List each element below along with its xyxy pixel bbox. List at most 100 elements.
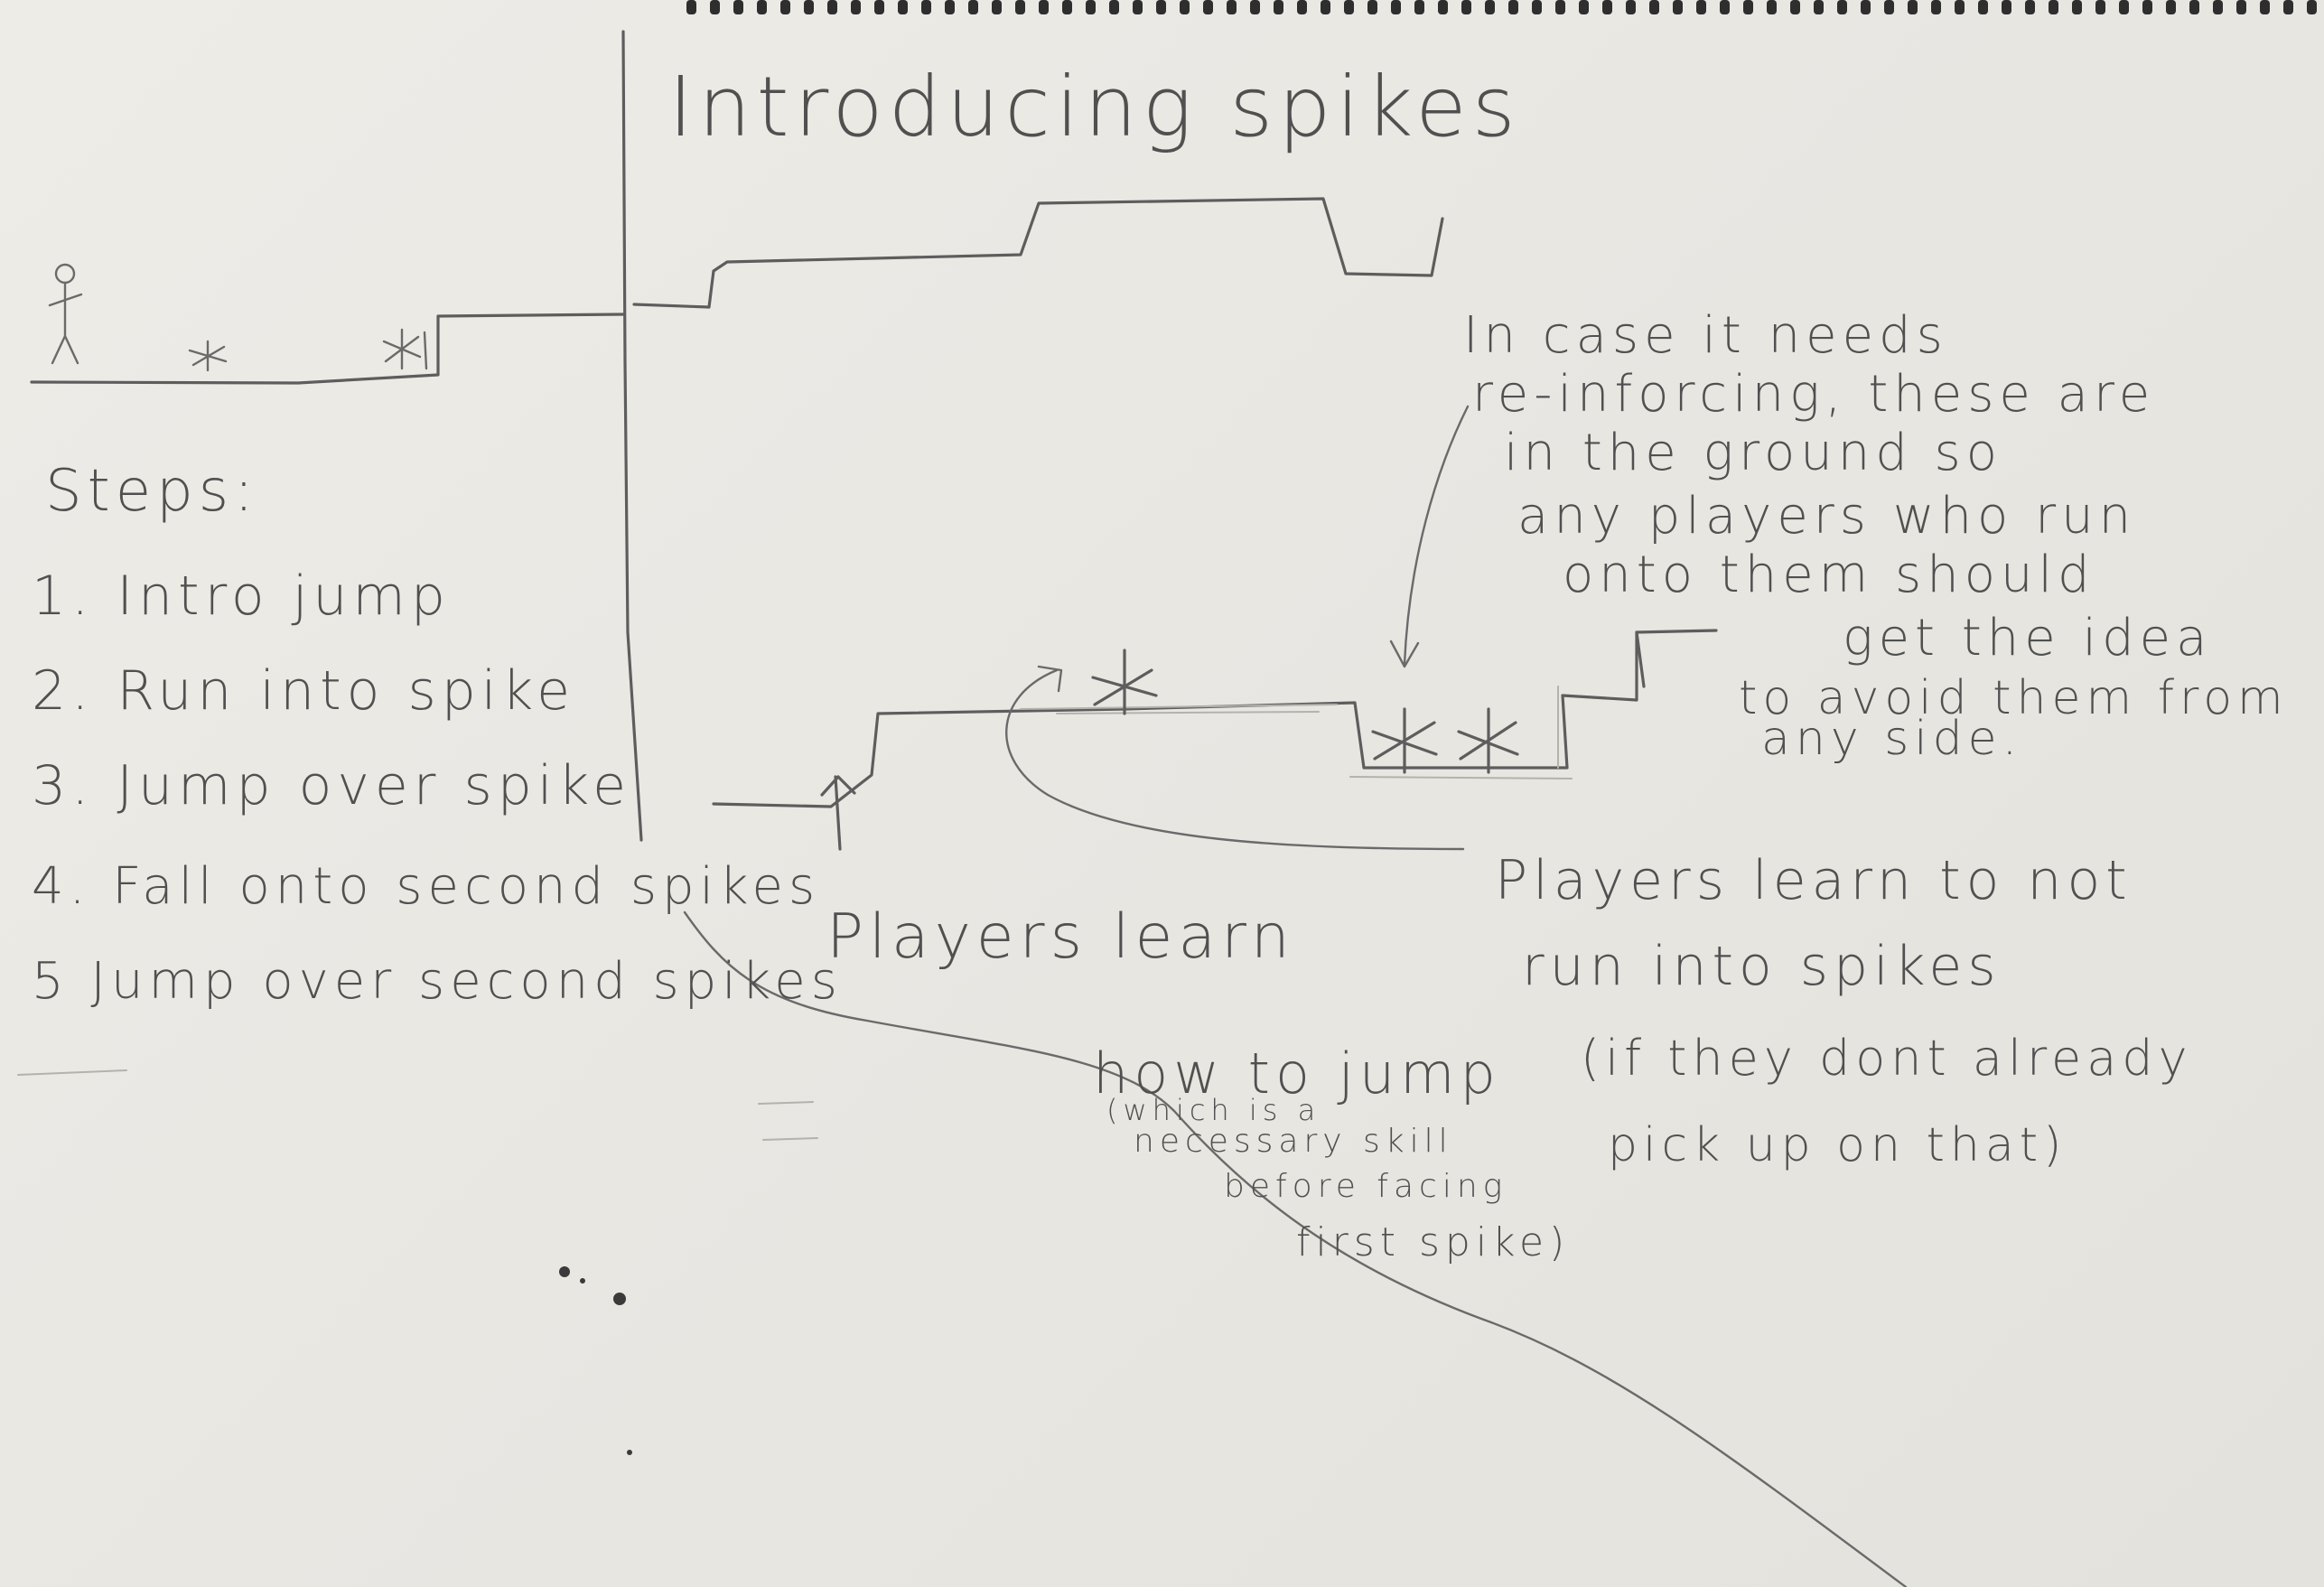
binding-ring xyxy=(1978,0,1988,14)
binding-ring xyxy=(2283,0,2293,14)
binding-ring xyxy=(1602,0,1612,14)
binding-ring xyxy=(2095,0,2105,14)
binding-ring xyxy=(1626,0,1636,14)
binding-ring xyxy=(992,0,1002,14)
note-line: onto them should xyxy=(1563,546,2095,604)
note-line: re-inforcing, these are xyxy=(1472,365,2155,424)
binding-ring xyxy=(1532,0,1542,14)
binding-ring xyxy=(2002,0,2011,14)
binding-ring xyxy=(733,0,743,14)
binding-ring xyxy=(874,0,884,14)
page-edge-curve xyxy=(683,910,1908,1587)
main-level-sketch xyxy=(712,405,1718,851)
binding-ring xyxy=(686,0,696,14)
binding-ring xyxy=(1485,0,1495,14)
step-item: 3. Jump over spike xyxy=(32,754,631,817)
mini-spike-icon xyxy=(188,340,228,372)
binding-ring xyxy=(757,0,767,14)
mini-level-sketch xyxy=(30,263,625,385)
binding-ring xyxy=(1414,0,1424,14)
binding-ring xyxy=(2119,0,2129,14)
binding-ring xyxy=(1321,0,1330,14)
note-line: In case it needs xyxy=(1463,306,1948,365)
step-item: 4. Fall onto second spikes xyxy=(32,857,820,916)
learn-spikes-note: Players learn to not run into spikes (if… xyxy=(1495,849,2193,1172)
binding-ring xyxy=(1720,0,1730,14)
binding-ring xyxy=(1508,0,1518,14)
binding-ring xyxy=(1039,0,1049,14)
binding-ring xyxy=(2213,0,2223,14)
binding-ring xyxy=(1133,0,1143,14)
binding-ring xyxy=(1861,0,1871,14)
binding-ring xyxy=(780,0,790,14)
player-head-icon xyxy=(54,263,76,285)
binding-ring xyxy=(827,0,837,14)
binding-ring xyxy=(1955,0,1965,14)
binding-ring xyxy=(1579,0,1589,14)
jump-arrow-icon xyxy=(820,775,856,851)
divider-line xyxy=(621,30,643,842)
binding-ring xyxy=(2049,0,2058,14)
learn-jump-aside: necessary skill xyxy=(1134,1123,1453,1160)
binding-ring xyxy=(1743,0,1753,14)
spike-icon xyxy=(1091,649,1158,715)
binding-ring xyxy=(1673,0,1683,14)
learn-spikes-line: (if they dont already xyxy=(1581,1030,2193,1087)
binding-ring xyxy=(1461,0,1471,14)
binding-ring xyxy=(1438,0,1448,14)
binding-ring xyxy=(1086,0,1096,14)
binding-ring xyxy=(2025,0,2035,14)
binding-ring xyxy=(1274,0,1283,14)
step-item: 1. Intro jump xyxy=(32,565,451,628)
binding-ring xyxy=(1250,0,1260,14)
binding-ring xyxy=(1908,0,1918,14)
learn-spikes-line: run into spikes xyxy=(1522,935,2002,998)
steps-heading: Steps: xyxy=(45,458,259,525)
binding-ring xyxy=(1767,0,1777,14)
binding-ring xyxy=(1180,0,1190,14)
binding-ring xyxy=(1062,0,1072,14)
binding-ring xyxy=(710,0,720,14)
note-line: in the ground so xyxy=(1504,424,2002,482)
learn-jump-aside: before facing xyxy=(1224,1168,1507,1205)
binding-ring xyxy=(1203,0,1213,14)
mini-spike-icon xyxy=(382,328,428,370)
binding-ring xyxy=(1931,0,1941,14)
learn-spikes-line: pick up on that) xyxy=(1608,1118,2067,1172)
learn-spikes-line: Players learn to not xyxy=(1495,849,2133,912)
spike-icon xyxy=(1457,707,1519,774)
binding-ring xyxy=(2072,0,2082,14)
player-body-icon xyxy=(48,281,83,365)
binding-ring xyxy=(1367,0,1377,14)
binding-ring xyxy=(2142,0,2152,14)
binding-ring xyxy=(804,0,814,14)
reinforcing-note: In case it needs re-inforcing, these are… xyxy=(1463,306,2289,766)
binding-ring xyxy=(1837,0,1847,14)
binding-ring xyxy=(1015,0,1025,14)
binding-ring xyxy=(1156,0,1166,14)
binding-ring xyxy=(898,0,908,14)
note-line: any players who run xyxy=(1517,487,2136,546)
learn-jump-note: Players learn how to jump (which is a ne… xyxy=(826,901,1570,1265)
binding-ring xyxy=(968,0,978,14)
mini-ground-line xyxy=(30,313,625,385)
binding-ring xyxy=(2236,0,2246,14)
binding-ring xyxy=(945,0,955,14)
note-arrow-icon xyxy=(1389,405,1470,668)
note-line: to avoid them from xyxy=(1739,671,2289,725)
binding-ring xyxy=(1814,0,1824,14)
binding-ring xyxy=(851,0,861,14)
step-item: 5 Jump over second spikes xyxy=(32,952,843,1011)
binding-ring xyxy=(2166,0,2176,14)
binding-ring xyxy=(1391,0,1401,14)
binding-ring xyxy=(2307,0,2317,14)
curved-arrow-icon xyxy=(1005,665,1465,851)
learn-jump-aside: first spike) xyxy=(1296,1219,1570,1265)
steps-list: Steps: 1. Intro jump 2. Run into spike 3… xyxy=(32,458,843,1011)
learn-jump-aside: (which is a xyxy=(1106,1093,1321,1127)
page-title: Introducing spikes xyxy=(668,59,1521,155)
learn-jump-line: Players learn xyxy=(826,901,1295,973)
binding-ring xyxy=(1884,0,1894,14)
